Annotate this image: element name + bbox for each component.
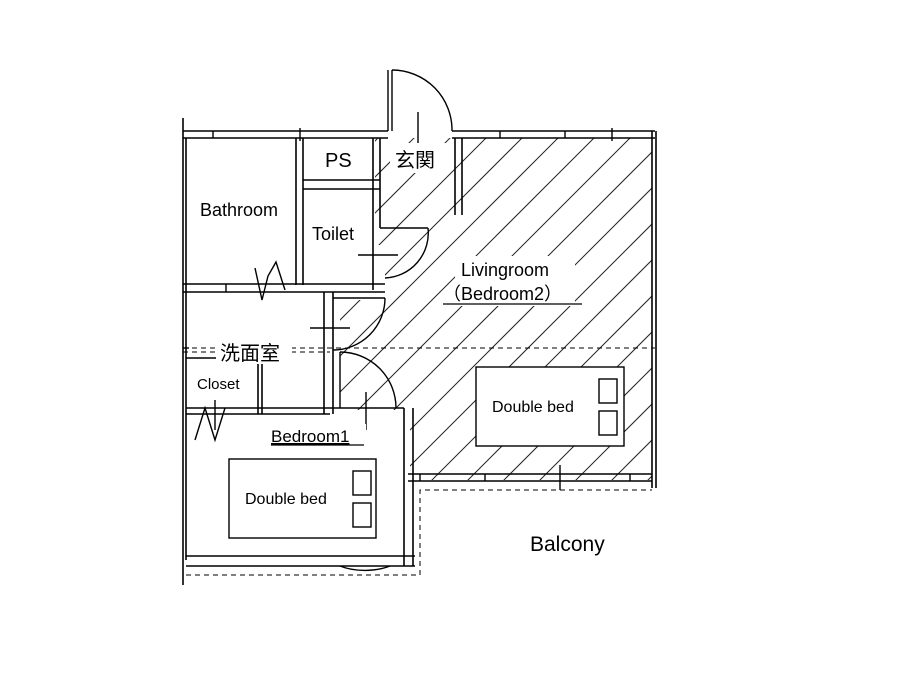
livingroom-subtitle: （Bedroom2） <box>443 284 562 304</box>
double-bed-living-label: Double bed <box>492 399 574 416</box>
hatch-line <box>499 138 652 480</box>
hatch-line <box>716 100 911 520</box>
hatch-line <box>571 138 652 480</box>
hatch-line <box>340 138 525 480</box>
hatch-line <box>355 138 652 480</box>
washroom-label: 洗面室 <box>220 342 280 365</box>
hatch-line <box>340 138 561 480</box>
entrance-label: 玄関 <box>395 149 435 172</box>
toilet-label: Toilet <box>312 224 354 244</box>
hatch-line <box>788 100 911 520</box>
bathroom-label: Bathroom <box>200 200 278 220</box>
hatch-line <box>824 100 911 520</box>
hatch-line <box>463 138 652 480</box>
ps-label: PS <box>325 150 352 172</box>
bedroom1-label: Bedroom1 <box>271 427 349 446</box>
hatch-line <box>340 138 453 480</box>
hatch-line <box>340 138 652 480</box>
hatch-line <box>680 100 911 520</box>
room-labels: PS 玄関 Bathroom Toilet Livingroom （Bedroo… <box>197 143 605 556</box>
closet-label: Closet <box>197 376 240 393</box>
balcony-label: Balcony <box>530 533 605 556</box>
hatch-line <box>752 100 911 520</box>
hatch-line <box>391 138 652 480</box>
doors <box>194 69 453 572</box>
hatch-line <box>340 138 633 480</box>
hatch-line <box>607 138 652 480</box>
hatch-line <box>427 138 652 480</box>
double-bed-bedroom1 <box>228 458 377 539</box>
double-bed-bedroom1-label: Double bed <box>245 491 327 508</box>
livingroom-label: Livingroom <box>461 260 549 280</box>
hatch-line <box>535 138 652 480</box>
hatch-line <box>340 138 597 480</box>
hatch-line <box>643 138 652 480</box>
double-bed-living <box>475 366 625 447</box>
